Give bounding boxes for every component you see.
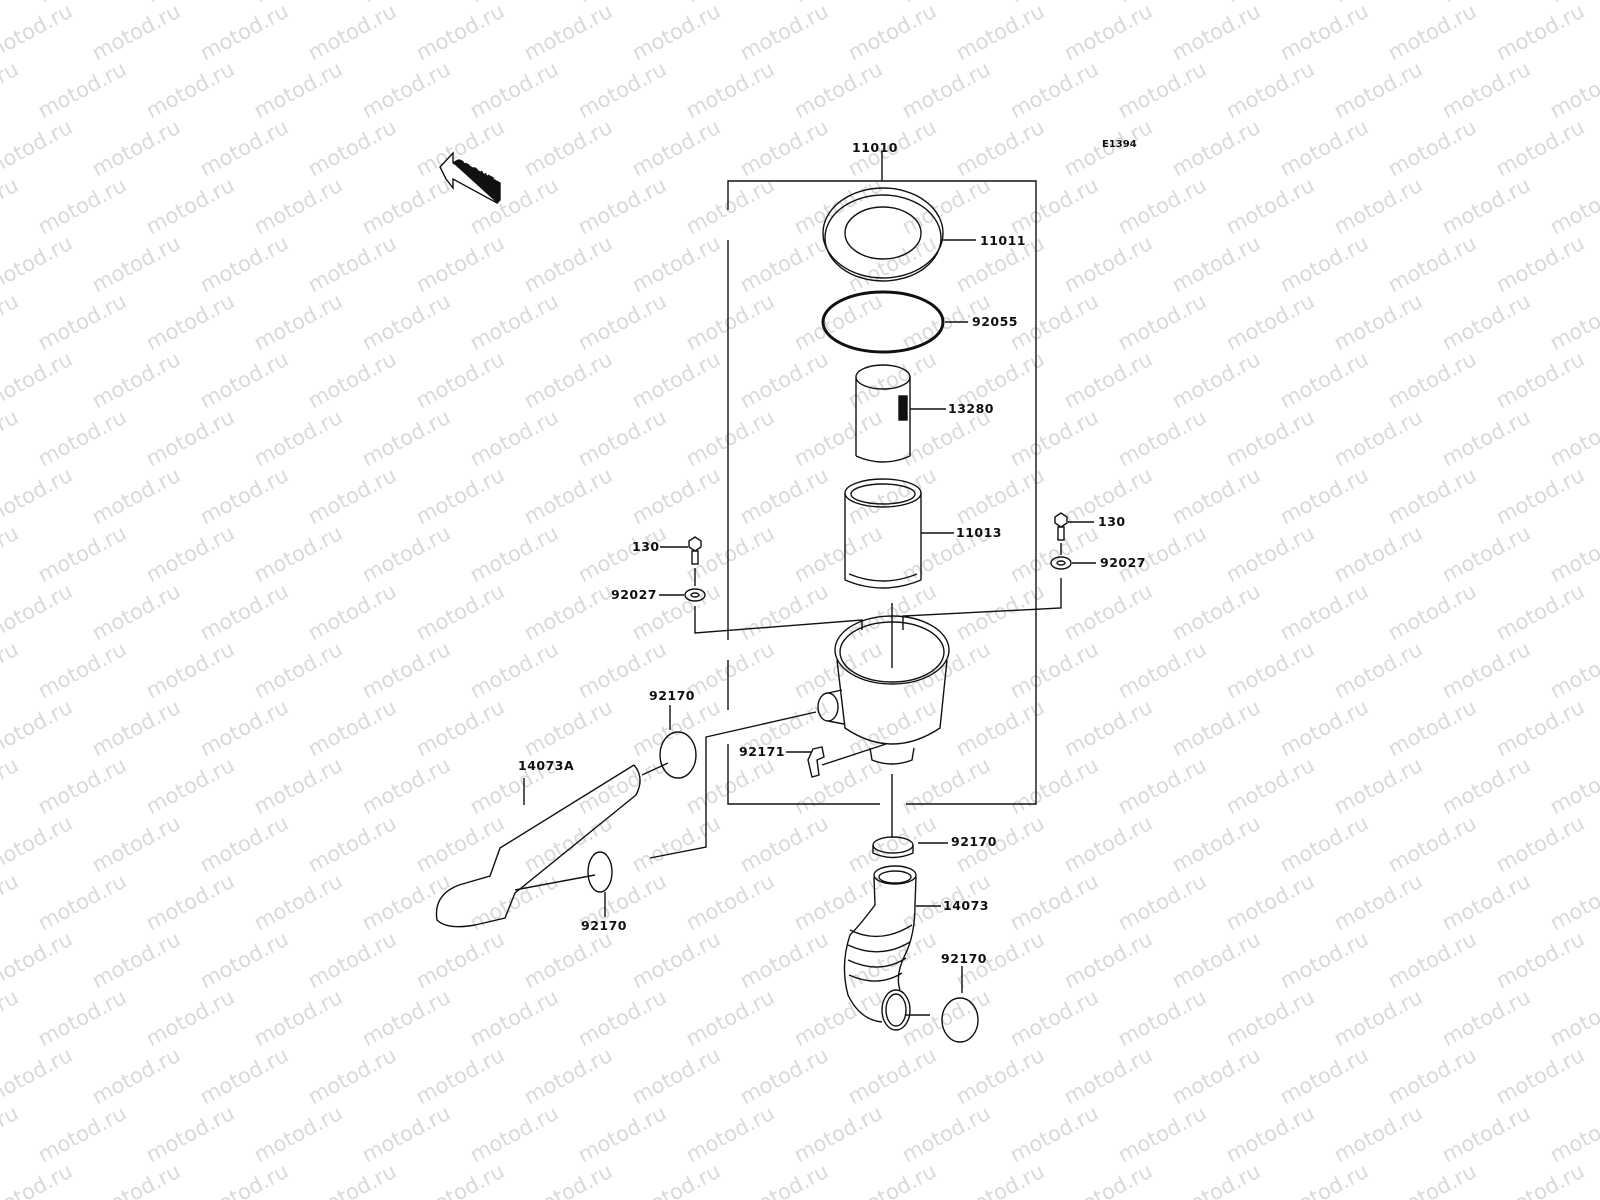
part-number-130: 130 xyxy=(1098,514,1126,529)
part-number-92171: 92171 xyxy=(739,744,785,759)
part-number-92170: 92170 xyxy=(941,951,987,966)
part-number-13280: 13280 xyxy=(948,401,994,416)
diagram-code: E1394 xyxy=(1102,139,1137,150)
part-number-92170: 92170 xyxy=(649,688,695,703)
front-arrow-icon xyxy=(439,151,501,205)
part-number-92170: 92170 xyxy=(581,918,627,933)
part-number-92055: 92055 xyxy=(972,314,1018,329)
part-number-11010: 11010 xyxy=(852,140,898,155)
part-number-14073: 14073 xyxy=(943,898,989,913)
part-number-92027: 92027 xyxy=(611,587,657,602)
part-number-11011: 11011 xyxy=(980,233,1026,248)
part-number-92170: 92170 xyxy=(951,834,997,849)
part-number-11013: 11013 xyxy=(956,525,1002,540)
part-number-130: 130 xyxy=(632,539,660,554)
part-number-92027: 92027 xyxy=(1100,555,1146,570)
part-number-14073A: 14073A xyxy=(518,758,575,773)
